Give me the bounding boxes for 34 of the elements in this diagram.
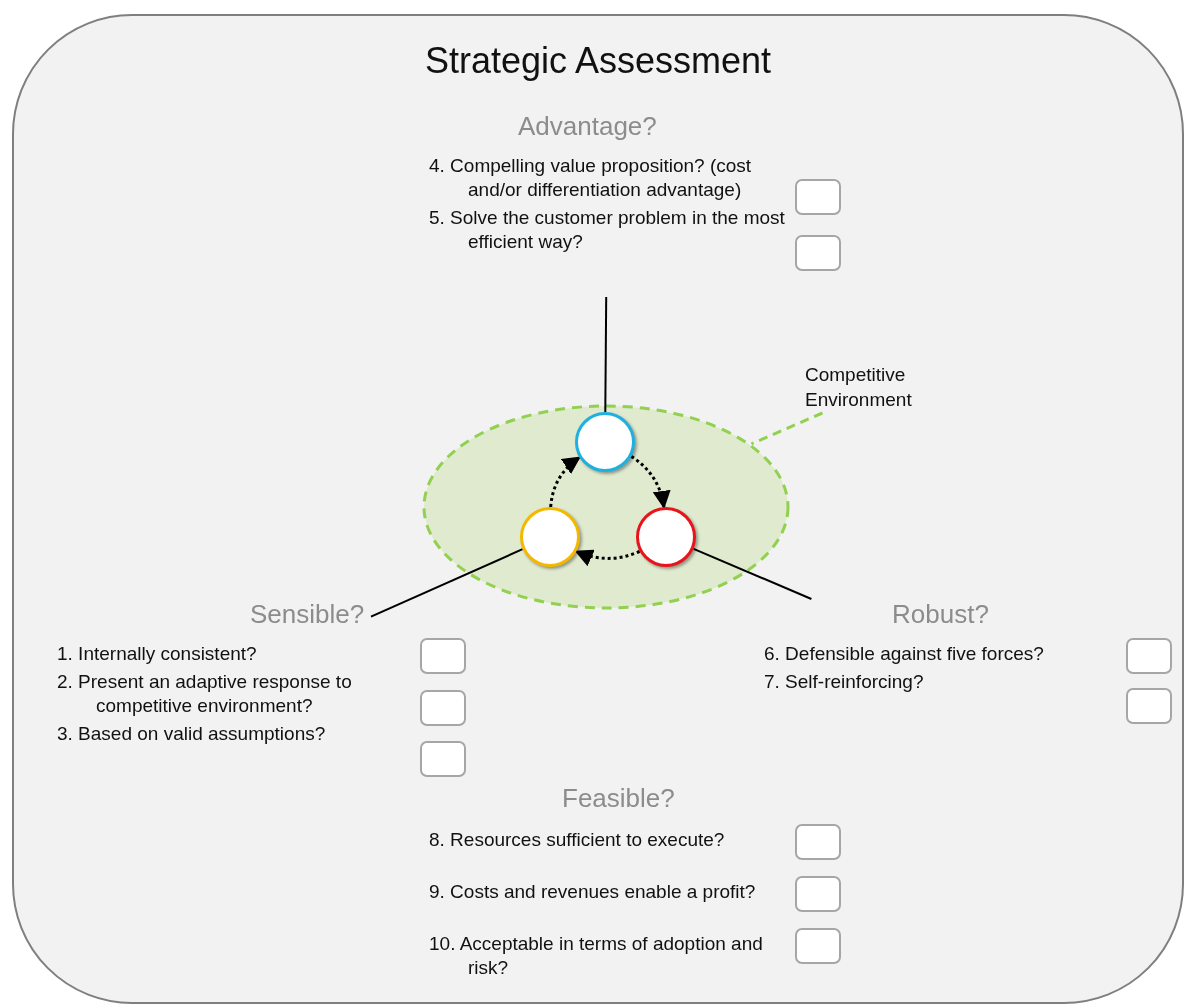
checklist-item: 4. Compelling value proposition? (cost and/or differentiation advantage) <box>429 154 753 202</box>
section-heading: Robust? <box>892 598 989 630</box>
cycle-arrow <box>630 455 671 509</box>
checkbox <box>420 638 466 674</box>
checklist-item: 2. Present an adaptive response to competitive environment? <box>57 670 353 718</box>
leader-line <box>692 547 813 600</box>
leader-line <box>750 411 823 446</box>
checklist-item: 9. Costs and revenues enable a profit? <box>429 880 757 904</box>
checklist-item: 10. Acceptable in terms of adoption and risk? <box>429 932 764 980</box>
checklist-item: 3. Based on valid assumptions? <box>57 722 327 746</box>
checkbox <box>795 824 841 860</box>
callout-text: Competitive Environment <box>805 363 913 412</box>
checkbox <box>1126 638 1172 674</box>
panel-heading: Strategic Assessment <box>423 40 773 82</box>
checkbox <box>795 928 841 964</box>
checklist-item: 8. Resources sufficient to execute? <box>429 828 726 852</box>
section-heading: Sensible? <box>250 598 365 630</box>
checklist-item: 5. Solve the customer problem in the most efficient way? <box>429 206 786 254</box>
checklist-item: 6. Defensible against five forces? <box>764 642 1045 666</box>
checkbox <box>420 741 466 777</box>
checkbox <box>1126 688 1172 724</box>
leader-line <box>604 296 608 413</box>
checklist-item: 1. Internally consistent? <box>57 642 258 666</box>
cycle-arrow <box>574 549 641 566</box>
cycle-arrow <box>549 456 581 508</box>
section-heading: Advantage? <box>518 110 657 142</box>
checklist-item: 7. Self-reinforcing? <box>764 670 925 694</box>
section-heading: Feasible? <box>562 782 675 814</box>
checkbox <box>420 690 466 726</box>
checkbox <box>795 179 841 215</box>
leader-line <box>370 548 524 618</box>
assessment-panel <box>12 14 1184 1004</box>
checkbox <box>795 235 841 271</box>
checkbox <box>795 876 841 912</box>
